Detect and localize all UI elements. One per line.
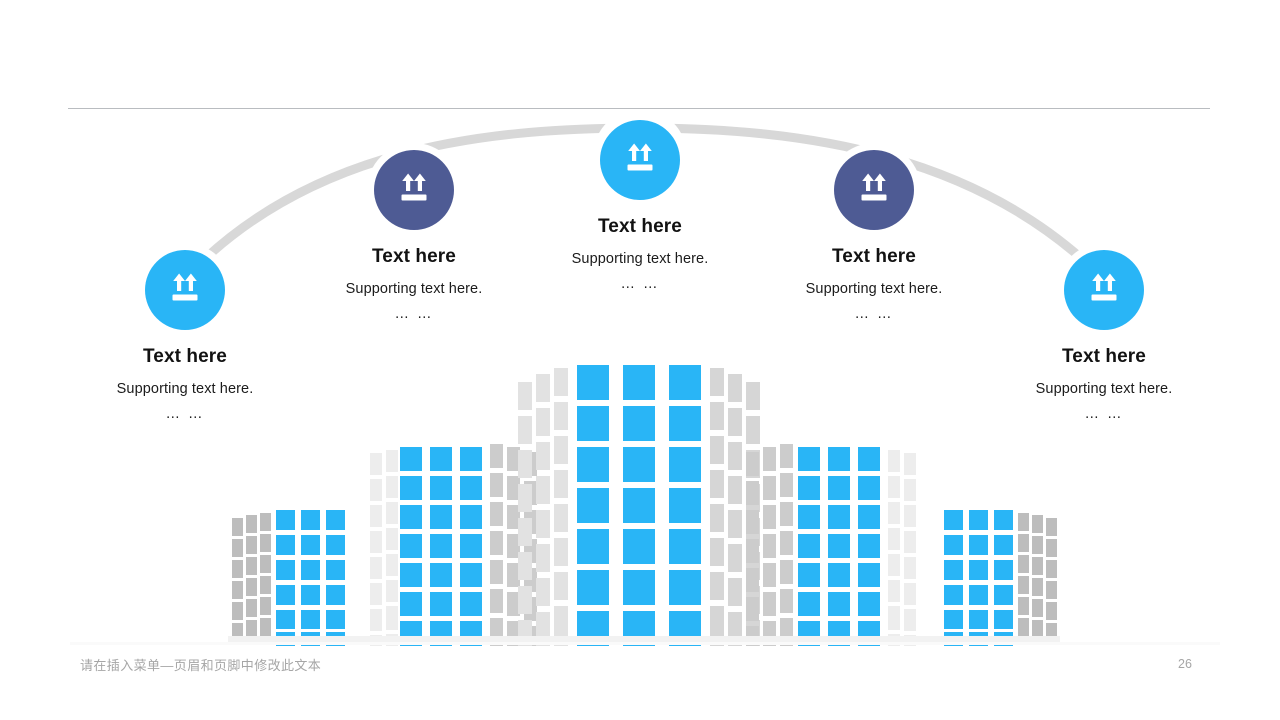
milestone-bubble-5[interactable] [1064, 250, 1144, 330]
milestone-subtitle-4: Supporting text here. [805, 281, 943, 297]
header-divider-rule [68, 108, 1210, 109]
milestone-subtitle-2: Supporting text here. [345, 281, 483, 297]
milestone-dots-4: … … [854, 306, 894, 322]
building-mid-right [746, 444, 916, 646]
milestone-node-3[interactable]: Text here Supporting text here. … … [510, 120, 770, 292]
building-center [518, 365, 760, 646]
milestone-bubble-2[interactable] [374, 150, 454, 230]
milestone-node-2[interactable]: Text here Supporting text here. … … [284, 150, 544, 322]
milestone-title-3: Text here [598, 216, 682, 237]
city-skyline-graphic [70, 365, 1220, 646]
milestone-subtitle-5: Supporting text here. [1035, 381, 1173, 397]
building-far-right [944, 510, 1057, 646]
milestone-subtitle-1: Supporting text here. [116, 381, 254, 397]
milestone-title-2: Text here [372, 246, 456, 267]
slide-page-number: 26 [1178, 657, 1192, 671]
milestone-bubble-4[interactable] [834, 150, 914, 230]
building-mid-left [370, 444, 537, 646]
this-side-up-icon [1091, 273, 1117, 301]
footer-placeholder-text: 请在插入菜单—页眉和页脚中修改此文本 [80, 658, 322, 673]
milestone-node-1[interactable]: Text here Supporting text here. … … [55, 250, 315, 422]
building-far-left [232, 510, 345, 646]
this-side-up-icon [401, 173, 427, 201]
milestone-dots-5: … … [1084, 406, 1124, 422]
milestone-dots-3: … … [620, 276, 660, 292]
this-side-up-icon [627, 143, 653, 171]
this-side-up-icon [172, 273, 198, 301]
milestone-subtitle-3: Supporting text here. [571, 251, 709, 267]
milestone-title-4: Text here [832, 246, 916, 267]
milestone-dots-2: … … [394, 306, 434, 322]
ground-shadow [70, 636, 1220, 645]
milestone-node-4[interactable]: Text here Supporting text here. … … [744, 150, 1004, 322]
milestone-bubble-1[interactable] [145, 250, 225, 330]
milestone-node-5[interactable]: Text here Supporting text here. … … [974, 250, 1234, 422]
milestone-title-1: Text here [143, 346, 227, 367]
milestone-bubble-3[interactable] [600, 120, 680, 200]
this-side-up-icon [861, 173, 887, 201]
milestone-dots-1: … … [165, 406, 205, 422]
milestone-title-5: Text here [1062, 346, 1146, 367]
